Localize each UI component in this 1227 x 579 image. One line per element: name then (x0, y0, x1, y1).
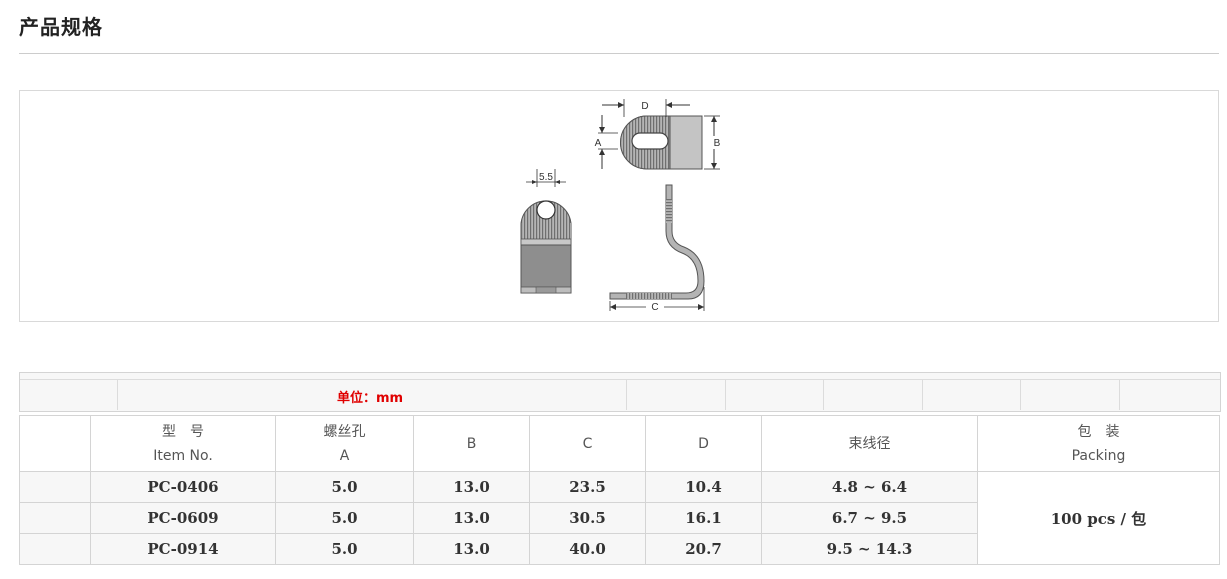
header-packing: 包 装 Packing (977, 415, 1220, 472)
header-blank-cell (19, 415, 91, 472)
cell-b: 13.0 (413, 502, 530, 534)
cell-item: PC-0406 (90, 471, 276, 503)
table-row: PC-0914 5.0 13.0 40.0 20.7 9.5 ~ 14.3 (19, 533, 1220, 565)
table-row: PC-0406 5.0 13.0 23.5 10.4 4.8 ~ 6.4 100… (19, 471, 1220, 565)
header-screw-hole: 螺丝孔 A (275, 415, 414, 472)
unit-row: 单位：mm (19, 372, 1221, 412)
header-item-no: 型 号 Item No. (90, 415, 276, 472)
cell-item: PC-0609 (90, 502, 276, 534)
cell-c: 40.0 (529, 533, 646, 565)
cell-range: 9.5 ~ 14.3 (761, 533, 978, 565)
cell-c: 23.5 (529, 471, 646, 503)
unit-label: 单位：mm (337, 391, 404, 406)
spec-table: 型 号 Item No. 螺丝孔 A B C D 束线径 包 装 Packing… (19, 415, 1220, 565)
dim-label-a: A (595, 138, 602, 149)
cell-b: 13.0 (413, 533, 530, 565)
cell-range: 6.7 ~ 9.5 (761, 502, 978, 534)
cable-clamp-drawing: D A B (520, 99, 721, 313)
dim-label-c: C (651, 302, 658, 313)
cell-b: 13.0 (413, 471, 530, 503)
cell-a: 5.0 (275, 502, 414, 534)
header-c: C (529, 415, 646, 472)
cell-d: 10.4 (645, 471, 762, 503)
product-diagram: D A B (19, 90, 1219, 322)
top-view: D A B (595, 99, 721, 170)
section-title: 产品规格 (19, 15, 103, 39)
cell-d: 20.7 (645, 533, 762, 565)
header-b: B (413, 415, 530, 472)
title-divider (19, 53, 1219, 54)
dim-label-b: B (714, 138, 721, 149)
header-bundle-diameter: 束线径 (761, 415, 978, 472)
cell-d: 16.1 (645, 502, 762, 534)
cell-packing: 100 pcs / 包 (977, 471, 1220, 565)
cell-a: 5.0 (275, 471, 414, 503)
cell-item: PC-0914 (90, 533, 276, 565)
cell-a: 5.0 (275, 533, 414, 565)
dim-label-d: D (641, 101, 648, 112)
front-view: 5.5 (520, 169, 572, 294)
table-header-row: 型 号 Item No. 螺丝孔 A B C D 束线径 包 装 Packing (19, 415, 1220, 472)
dim-label-hole: 5.5 (539, 172, 553, 183)
side-view: C (609, 184, 705, 313)
cell-c: 30.5 (529, 502, 646, 534)
table-row: PC-0609 5.0 13.0 30.5 16.1 6.7 ~ 9.5 (19, 502, 1220, 534)
header-d: D (645, 415, 762, 472)
cell-range: 4.8 ~ 6.4 (761, 471, 978, 503)
